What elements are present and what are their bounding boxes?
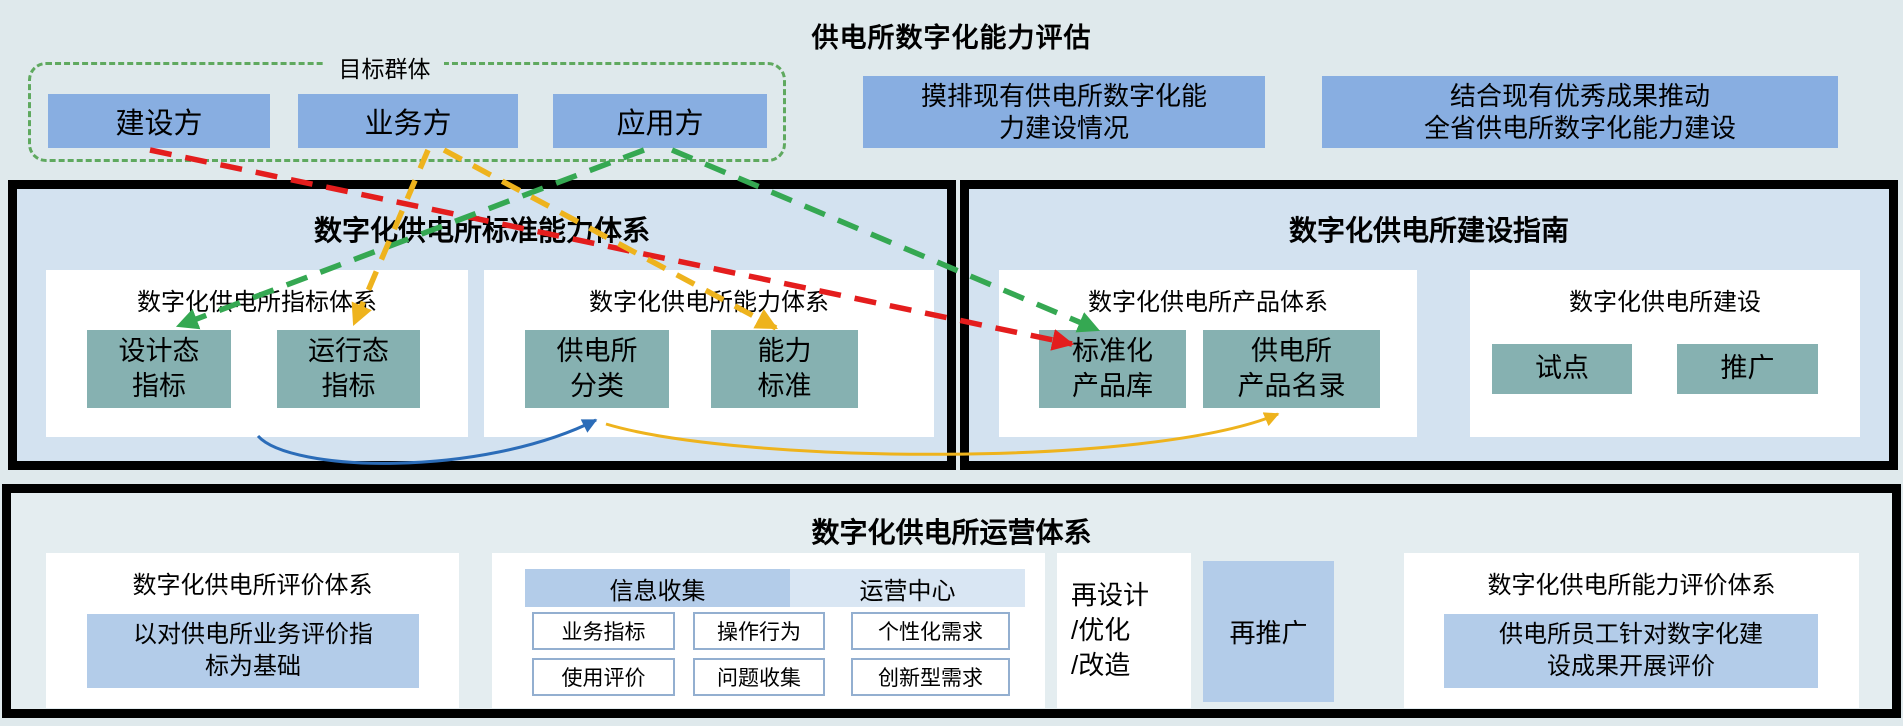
cell-business-indicator: 业务指标 <box>532 612 675 650</box>
guide-panel-title: 数字化供电所建设指南 <box>1288 215 1569 246</box>
assessment-note-promote: 结合现有优秀成果推动 全省供电所数字化能力建设 <box>1322 76 1838 148</box>
assessment-note-survey: 摸排现有供电所数字化能 力建设情况 <box>863 76 1265 148</box>
operation-state-indicator-box: 运行态 指标 <box>277 330 420 408</box>
capability-system-title: 数字化供电所能力体系 <box>589 289 829 316</box>
cell-operation-behavior: 操作行为 <box>693 612 825 650</box>
page-title: 供电所数字化能力评估 <box>811 23 1092 53</box>
capability-evaluation-title: 数字化供电所能力评价体系 <box>1487 572 1776 599</box>
target-item-business: 业务方 <box>298 94 518 148</box>
target-item-application: 应用方 <box>553 94 767 148</box>
indicator-system-title: 数字化供电所指标体系 <box>137 289 377 316</box>
cell-personalized-demand: 个性化需求 <box>851 612 1010 650</box>
operation-panel-title: 数字化供电所运营体系 <box>811 517 1092 548</box>
cell-innovative-demand: 创新型需求 <box>851 658 1010 696</box>
product-system-title: 数字化供电所产品体系 <box>1088 289 1328 316</box>
station-product-catalog-box: 供电所 产品名录 <box>1203 330 1380 408</box>
capability-standard-box: 能力 标准 <box>711 330 858 408</box>
evaluation-system-title: 数字化供电所评价体系 <box>132 572 373 599</box>
target-group-label: 目标群体 <box>324 50 445 84</box>
capability-evaluation-note: 供电所员工针对数字化建 设成果开展评价 <box>1444 614 1818 688</box>
station-classification-box: 供电所 分类 <box>525 330 669 408</box>
standard-panel-title: 数字化供电所标准能力体系 <box>313 215 650 246</box>
target-item-builder: 建设方 <box>48 94 270 148</box>
cell-problem-collection: 问题收集 <box>693 658 825 696</box>
info-collect-header: 信息收集 <box>525 569 790 607</box>
operation-center-header: 运营中心 <box>859 577 956 605</box>
standard-product-library-box: 标准化 产品库 <box>1039 330 1186 408</box>
repromote-box: 再推广 <box>1203 561 1334 702</box>
cell-usage-evaluation: 使用评价 <box>532 658 675 696</box>
construction-group-title: 数字化供电所建设 <box>1569 289 1761 316</box>
promotion-box: 推广 <box>1677 344 1818 394</box>
pilot-box: 试点 <box>1492 344 1632 394</box>
redesign-box: 再设计 /优化 /改造 <box>1057 553 1191 708</box>
design-state-indicator-box: 设计态 指标 <box>87 330 231 408</box>
evaluation-basis-note: 以对供电所业务评价指 标为基础 <box>87 614 419 688</box>
